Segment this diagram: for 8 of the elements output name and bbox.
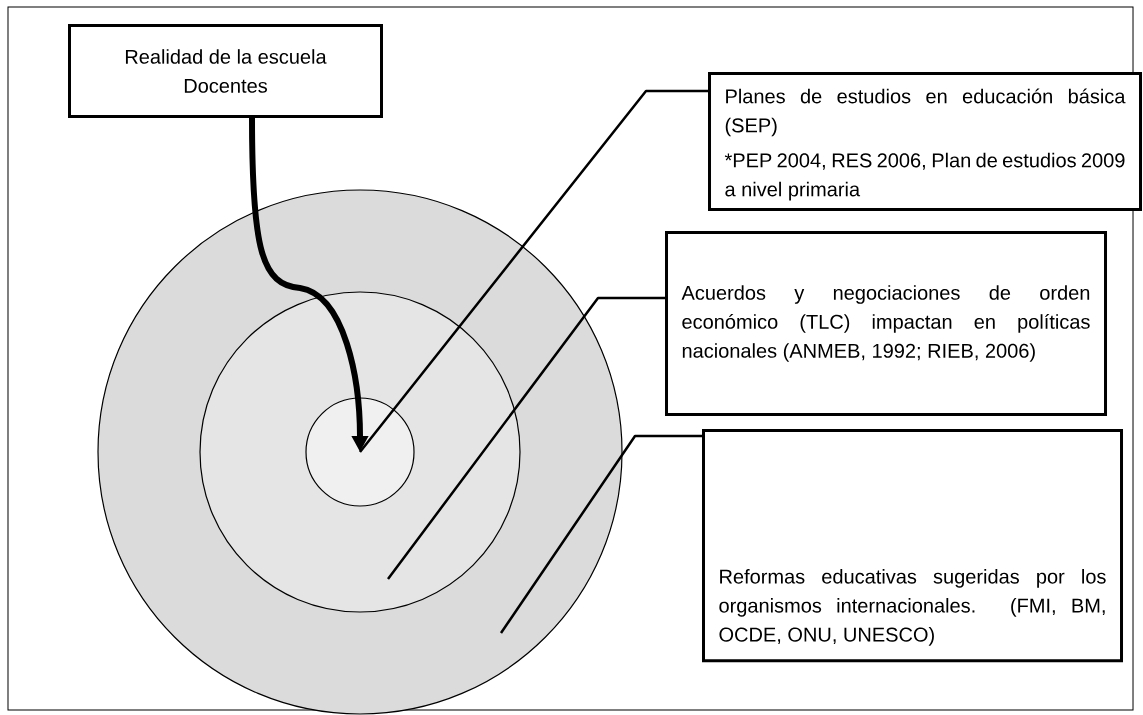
text-box: Reformas educativas sugeridas por los organismos internacionales. (FMI, BM, OCDE, ONU, UNESCO): [702, 429, 1123, 663]
leader-line: [387, 296, 665, 580]
text-box: Acuerdos y negociaciones de orden económico (TLC) impactan en políticas nacionales (ANMEB, 1992; RIEB, 2006): [665, 231, 1107, 416]
circle: [305, 397, 415, 507]
leader-line: [499, 434, 702, 634]
text-box: Planes de estudios en educación básica (SEP) *PEP 2004, RES 2006, Plan de estudios 2009 a nivel primaria: [708, 72, 1142, 211]
text-box: Realidad de la escuela Docentes: [68, 24, 383, 118]
leader-line: [359, 89, 708, 453]
